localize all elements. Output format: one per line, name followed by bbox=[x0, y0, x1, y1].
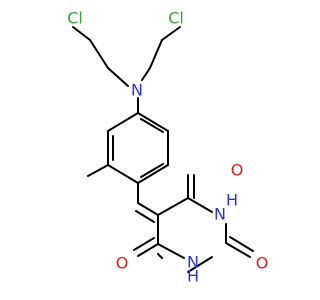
bond bbox=[140, 163, 164, 178]
atom-label-h-top: H bbox=[226, 191, 238, 210]
atom-label-cl-left: Cl bbox=[67, 9, 83, 28]
bond bbox=[161, 26, 181, 41]
bond bbox=[107, 164, 139, 184]
bond bbox=[187, 197, 213, 213]
bond bbox=[157, 197, 189, 216]
atom-layer: Cl Cl N O O O N H N H bbox=[67, 9, 268, 286]
atom-label-n-top: N bbox=[214, 205, 226, 224]
bond bbox=[89, 39, 109, 69]
bond bbox=[157, 253, 163, 259]
bond bbox=[137, 112, 169, 132]
atom-label-o-right: O bbox=[256, 254, 269, 273]
nh-bottom: N H bbox=[187, 253, 199, 286]
bond bbox=[137, 243, 159, 257]
bond-layer bbox=[72, 26, 254, 273]
molecule-structure: Cl Cl N O O O N H N H bbox=[67, 9, 268, 286]
bond bbox=[149, 39, 163, 69]
bond bbox=[135, 210, 155, 223]
nh-top: N H bbox=[214, 191, 238, 224]
bond bbox=[107, 67, 129, 87]
bond bbox=[157, 243, 185, 259]
bond bbox=[141, 67, 151, 81]
bond bbox=[140, 118, 164, 133]
bond bbox=[137, 164, 169, 184]
bond bbox=[72, 26, 91, 41]
atom-label-n-bottom: N bbox=[187, 253, 199, 272]
atom-label-h-bottom: H bbox=[187, 267, 199, 286]
bond bbox=[187, 256, 213, 273]
bond bbox=[87, 164, 109, 177]
bond bbox=[107, 112, 139, 132]
bond bbox=[133, 237, 155, 251]
bond bbox=[137, 202, 159, 216]
atom-label-cl-right: Cl bbox=[168, 9, 184, 28]
atom-label-o-top: O bbox=[231, 161, 244, 180]
bond bbox=[225, 242, 251, 258]
atom-label-n-amine: N bbox=[131, 81, 143, 100]
bond bbox=[229, 236, 254, 252]
atom-label-o-left: O bbox=[116, 254, 129, 273]
